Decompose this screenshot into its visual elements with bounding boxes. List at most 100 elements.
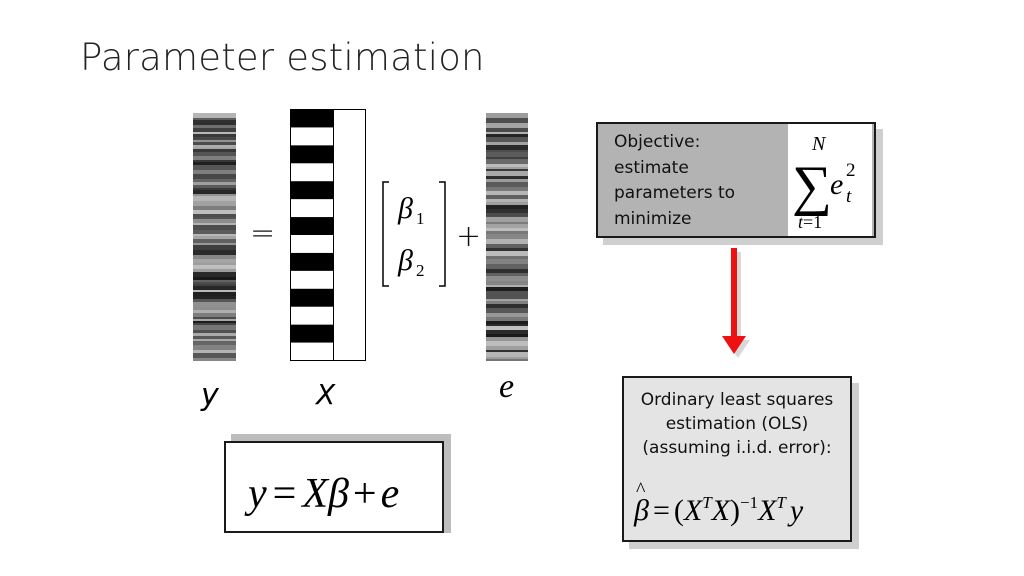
strip-band xyxy=(193,113,236,118)
design-block xyxy=(290,252,334,271)
slide-title: Parameter estimation xyxy=(80,36,485,79)
svg-text:β: β xyxy=(397,192,413,225)
strip-band xyxy=(486,199,528,202)
label-x: X xyxy=(316,378,336,411)
strip-band xyxy=(193,296,236,299)
svg-text:N: N xyxy=(811,133,827,155)
strip-band xyxy=(193,286,236,290)
e-residual-strip xyxy=(486,113,528,361)
strip-band xyxy=(486,359,528,361)
equals-sign: = xyxy=(250,216,276,251)
strip-band xyxy=(486,337,528,341)
design-block xyxy=(290,217,334,235)
strip-band xyxy=(193,125,236,128)
strip-band xyxy=(193,145,236,147)
strip-band xyxy=(193,137,236,140)
strip-band xyxy=(486,291,528,294)
e-strip-image xyxy=(486,113,528,361)
strip-band xyxy=(193,267,236,269)
ols-line: Ordinary least squares xyxy=(640,390,834,410)
strip-band xyxy=(193,190,236,194)
strip-band xyxy=(486,251,528,256)
design-block xyxy=(290,288,334,307)
strip-band xyxy=(193,272,236,277)
design-matrix-x xyxy=(290,109,366,361)
strip-band xyxy=(193,321,236,323)
svg-text:2: 2 xyxy=(846,160,856,181)
strip-band xyxy=(193,292,236,296)
strip-band xyxy=(193,225,236,230)
strip-band xyxy=(193,282,236,284)
strip-band xyxy=(193,162,236,165)
strip-band xyxy=(486,326,528,330)
strip-band xyxy=(486,213,528,217)
strip-band xyxy=(486,299,528,301)
strip-band xyxy=(486,217,528,222)
strip-band xyxy=(193,156,236,160)
strip-band xyxy=(193,234,236,236)
strip-band xyxy=(193,299,236,302)
strip-band xyxy=(193,255,236,259)
strip-band xyxy=(193,265,236,267)
down-arrow xyxy=(720,246,750,360)
svg-text:t: t xyxy=(846,186,852,207)
strip-band xyxy=(486,222,528,224)
strip-band xyxy=(486,304,528,308)
strip-band xyxy=(193,214,236,217)
strip-band xyxy=(486,142,528,145)
strip-band xyxy=(193,313,236,317)
strip-band xyxy=(193,142,236,145)
strip-band xyxy=(193,194,236,196)
label-y: y xyxy=(201,378,219,413)
strip-band xyxy=(193,170,236,174)
design-block xyxy=(290,181,334,200)
strip-band xyxy=(486,150,528,152)
strip-band xyxy=(486,118,528,123)
strip-band xyxy=(193,210,236,214)
strip-band xyxy=(486,195,528,199)
svg-text:t=1: t=1 xyxy=(798,212,822,232)
strip-band xyxy=(193,217,236,219)
strip-band xyxy=(193,317,236,319)
strip-band xyxy=(486,239,528,244)
strip-band xyxy=(486,137,528,142)
strip-band xyxy=(486,259,528,264)
strip-band xyxy=(486,248,528,251)
strip-band xyxy=(193,188,236,190)
strip-band xyxy=(193,290,236,292)
strip-band xyxy=(486,256,528,259)
strip-band xyxy=(193,128,236,132)
strip-band xyxy=(486,313,528,317)
objective-line: estimate xyxy=(614,157,689,178)
sum-formula-box: N ∑ e 2 t t=1 xyxy=(788,124,872,236)
strip-band xyxy=(486,264,528,269)
strip-band xyxy=(193,245,236,250)
strip-band xyxy=(486,157,528,159)
strip-band xyxy=(193,219,236,223)
strip-band xyxy=(486,234,528,239)
strip-band xyxy=(486,167,528,169)
strip-band xyxy=(193,269,236,272)
beta-vector: β 1 β 2 xyxy=(380,180,448,290)
ols-text: Ordinary least squares estimation (OLS) … xyxy=(624,388,850,460)
strip-band xyxy=(486,317,528,321)
strip-band xyxy=(193,165,236,170)
svg-text:∑: ∑ xyxy=(792,155,832,217)
strip-band xyxy=(193,179,236,182)
strip-band xyxy=(193,325,236,330)
strip-band xyxy=(193,333,236,336)
strip-band xyxy=(193,120,236,125)
strip-band xyxy=(486,308,528,313)
model-equation: y=Xβ+e xyxy=(244,471,399,517)
strip-band xyxy=(193,236,236,239)
strip-band xyxy=(486,276,528,281)
strip-band xyxy=(193,230,236,234)
strip-band xyxy=(486,113,528,118)
strip-band xyxy=(193,336,236,339)
design-block xyxy=(290,109,334,128)
strip-band xyxy=(193,307,236,310)
objective-box: Objective: estimate parameters to minimi… xyxy=(596,122,876,238)
strip-band xyxy=(486,352,528,357)
svg-text:y=Xβ+e: y=Xβ+e xyxy=(244,471,399,517)
